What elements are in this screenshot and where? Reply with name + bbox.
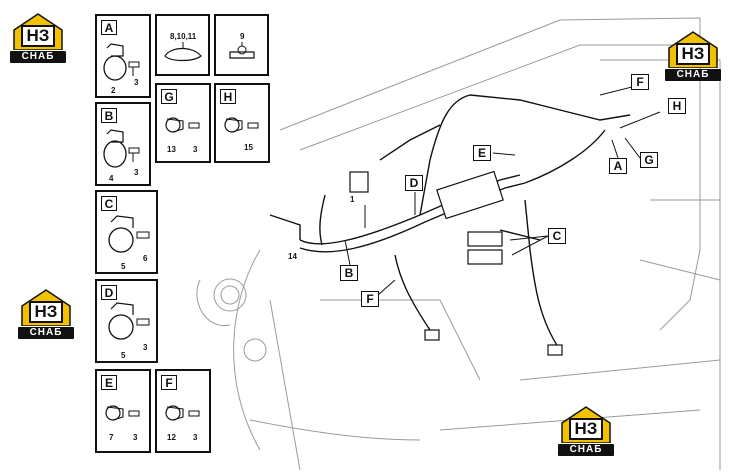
house-icon: НЗ bbox=[558, 405, 614, 443]
detail-box-label: H bbox=[220, 89, 236, 104]
callout-f: F bbox=[631, 74, 649, 90]
part-number: 3 bbox=[143, 343, 148, 352]
logo-caption: СНАБ bbox=[10, 51, 66, 63]
logo-mark: НЗ bbox=[29, 301, 63, 323]
logo-caption: СНАБ bbox=[18, 327, 74, 339]
house-icon: НЗ bbox=[10, 12, 66, 50]
part-number: 4 bbox=[109, 174, 114, 183]
brand-logo: НЗ СНАБ bbox=[558, 405, 614, 456]
detail-box-label: D bbox=[101, 285, 117, 300]
callout-b: B bbox=[340, 265, 358, 281]
logo-mark: НЗ bbox=[676, 43, 710, 65]
detail-box-label: C bbox=[101, 196, 117, 211]
part-number-1: 1 bbox=[350, 195, 355, 204]
detail-box-h: H 15 bbox=[214, 83, 270, 163]
part-number: 7 bbox=[109, 433, 114, 442]
detail-box-g: G 13 3 bbox=[155, 83, 211, 163]
logo-caption: СНАБ bbox=[665, 69, 721, 81]
clamp-icon bbox=[103, 43, 140, 81]
detail-box-b: B 4 3 bbox=[95, 102, 151, 186]
house-icon: НЗ bbox=[18, 288, 74, 326]
detail-box-label: F bbox=[161, 375, 177, 390]
detail-box-a: A 2 3 bbox=[95, 14, 151, 98]
part-number: 8,10,11 bbox=[170, 32, 197, 41]
callout-g: G bbox=[640, 152, 658, 168]
callout-f-lower: F bbox=[361, 291, 379, 307]
callout-h: H bbox=[668, 98, 686, 114]
detail-box-label: A bbox=[101, 20, 117, 35]
brand-logo: НЗ СНАБ bbox=[10, 12, 66, 63]
logo-mark: НЗ bbox=[569, 418, 603, 440]
detail-box-e: E 7 3 bbox=[95, 369, 151, 453]
clip-icon bbox=[229, 42, 255, 59]
cable-tie-icon bbox=[164, 42, 202, 62]
part-number: 5 bbox=[121, 351, 126, 360]
part-number: 6 bbox=[143, 254, 148, 263]
clamp-icon bbox=[103, 129, 140, 168]
part-number: 12 bbox=[167, 433, 176, 442]
detail-box-label: B bbox=[101, 108, 117, 123]
callout-a: A bbox=[609, 158, 627, 174]
clamp-icon bbox=[108, 215, 150, 253]
part-number: 3 bbox=[193, 433, 198, 442]
part-number: 2 bbox=[111, 86, 116, 95]
part-number-14: 14 bbox=[288, 252, 297, 261]
part-number: 13 bbox=[167, 145, 176, 154]
brand-logo: НЗ СНАБ bbox=[18, 288, 74, 339]
p-clamp-icon bbox=[105, 405, 140, 421]
p-clamp-icon bbox=[165, 117, 200, 133]
detail-box-8-10-11: 8,10,11 bbox=[155, 14, 210, 76]
brand-logo: НЗ СНАБ bbox=[665, 30, 721, 81]
part-number: 3 bbox=[193, 145, 198, 154]
part-number: 3 bbox=[134, 168, 139, 177]
logo-mark: НЗ bbox=[21, 25, 55, 47]
clamp-icon bbox=[108, 302, 150, 340]
part-number: 3 bbox=[133, 433, 138, 442]
callout-d: D bbox=[405, 175, 423, 191]
house-icon: НЗ bbox=[665, 30, 721, 68]
detail-box-label: E bbox=[101, 375, 117, 390]
part-number: 5 bbox=[121, 262, 126, 271]
p-clamp-icon bbox=[224, 117, 259, 133]
detail-box-label: G bbox=[161, 89, 177, 104]
part-number: 3 bbox=[134, 78, 139, 87]
callout-c: C bbox=[548, 228, 566, 244]
part-number: 15 bbox=[244, 143, 253, 152]
detail-box-9: 9 bbox=[214, 14, 269, 76]
logo-caption: СНАБ bbox=[558, 444, 614, 456]
detail-box-d: D 5 3 bbox=[95, 279, 158, 363]
p-clamp-icon bbox=[165, 405, 200, 421]
detail-box-f: F 12 3 bbox=[155, 369, 211, 453]
detail-box-c: C 5 6 bbox=[95, 190, 158, 274]
callout-e: E bbox=[473, 145, 491, 161]
part-number: 9 bbox=[240, 32, 245, 41]
